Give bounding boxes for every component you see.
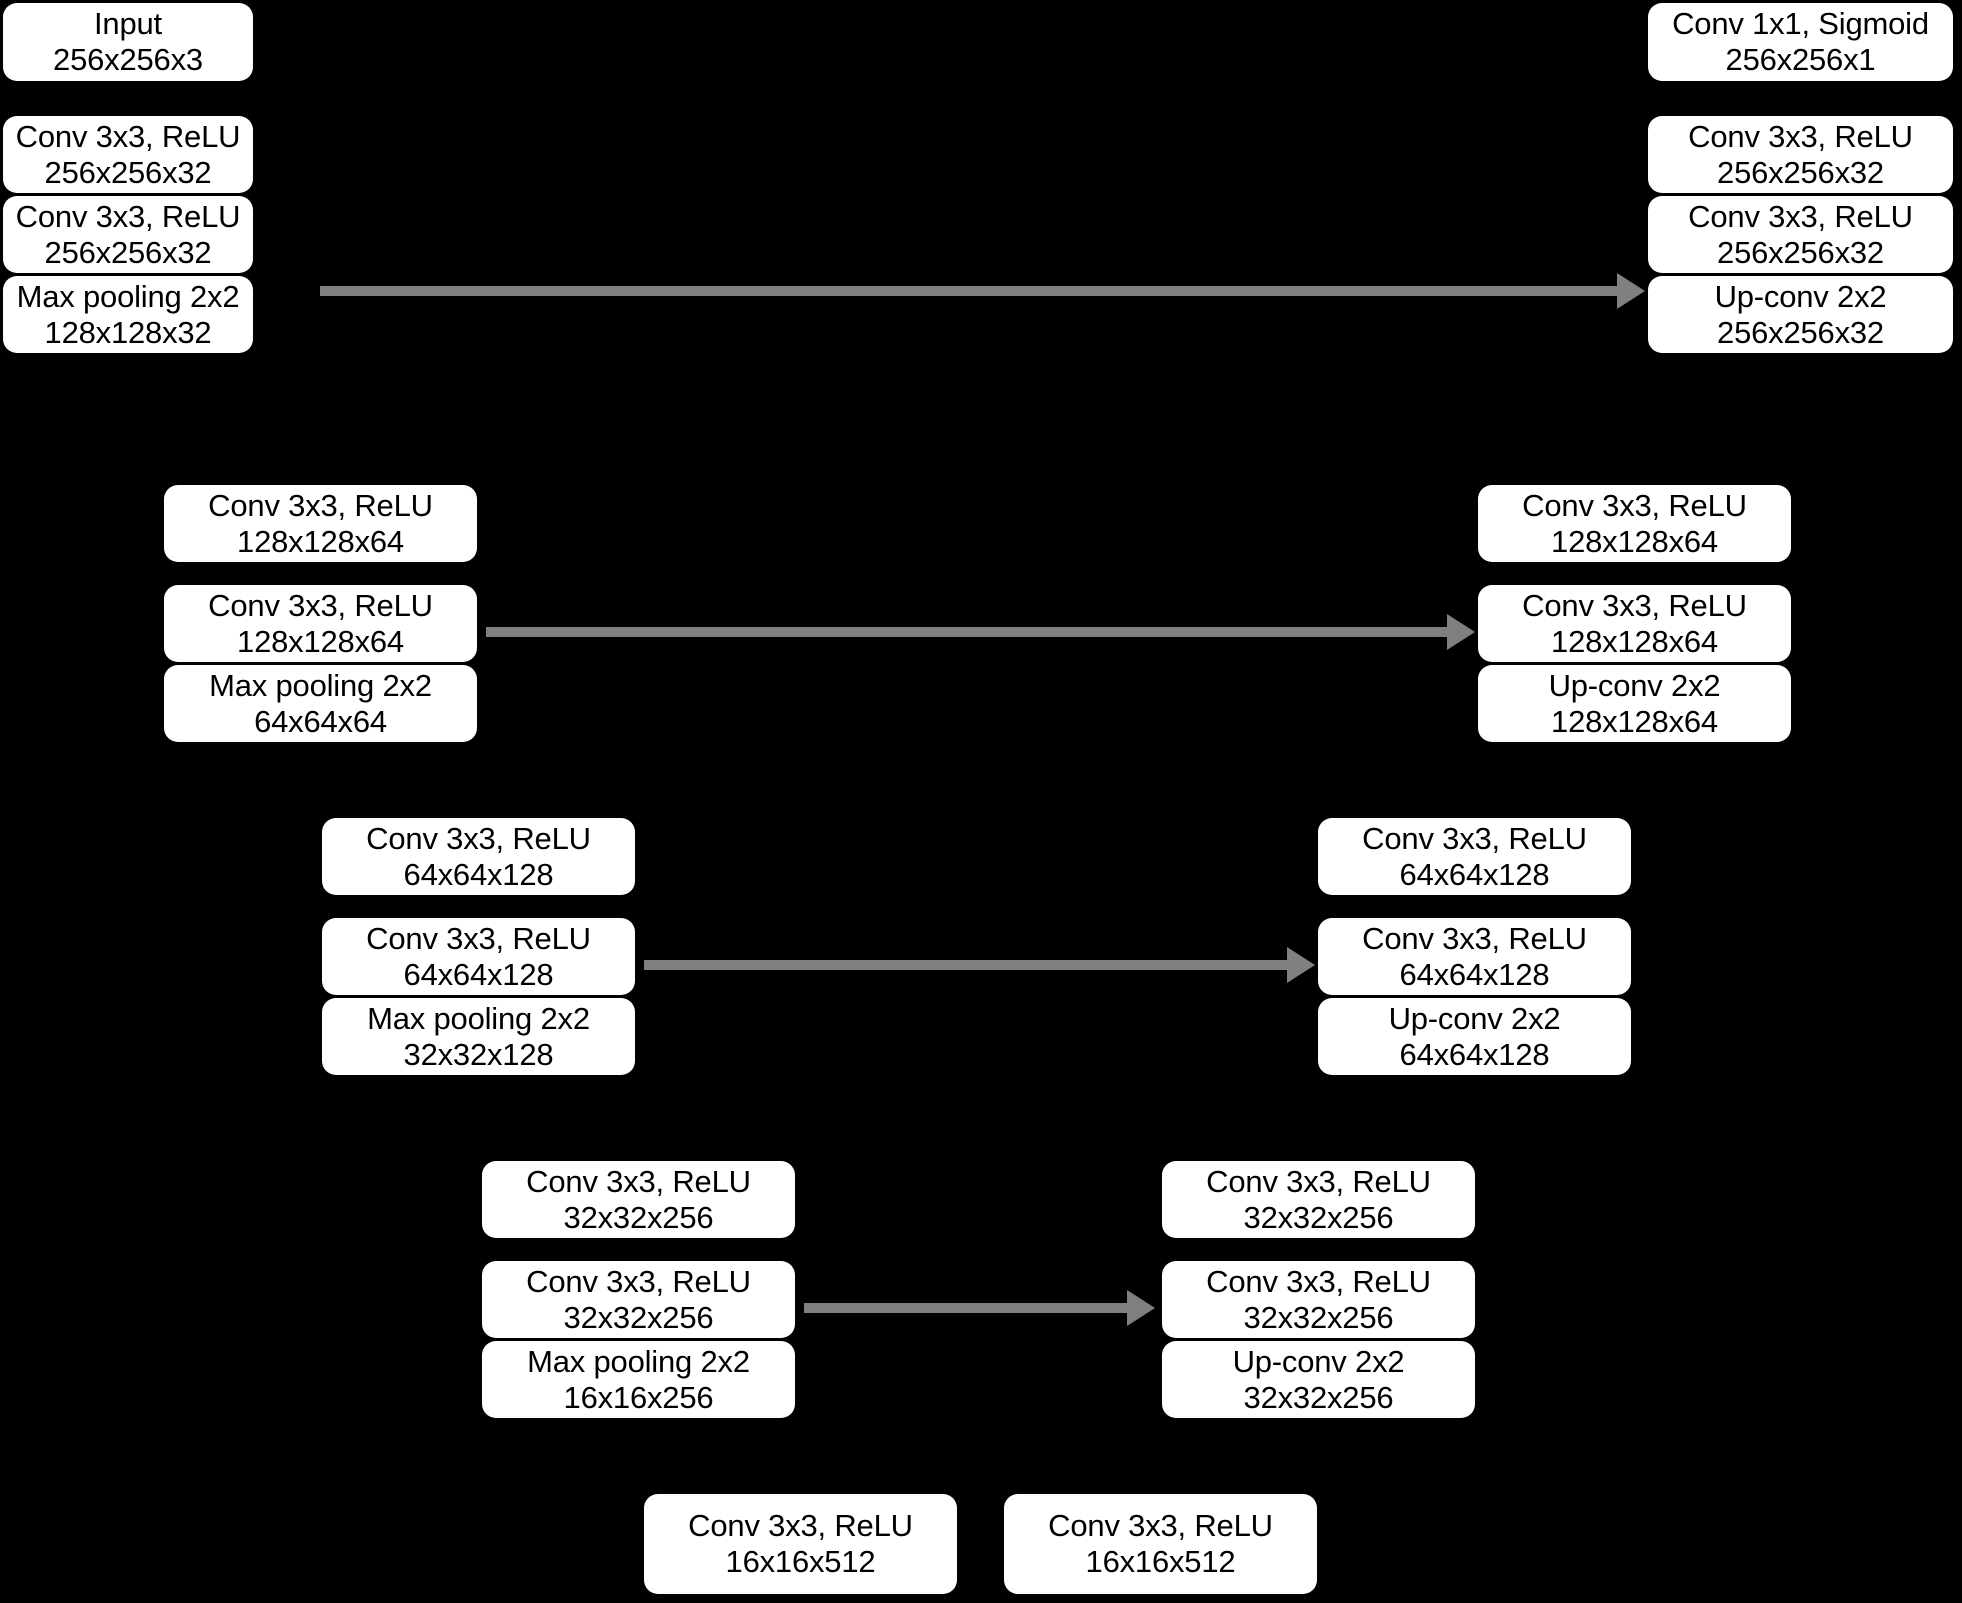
node-dec3-conv-a: Conv 3x3, ReLU 64x64x128 bbox=[1318, 818, 1631, 895]
node-enc3-pool-line1: Max pooling 2x2 bbox=[367, 1000, 590, 1036]
node-dec4-conv-a-line2: 32x32x256 bbox=[1243, 1199, 1394, 1235]
node-dec3-conv-a-line2: 64x64x128 bbox=[1399, 856, 1550, 892]
node-enc3-conv-b-line2: 64x64x128 bbox=[403, 956, 554, 992]
node-enc2-pool: Max pooling 2x2 64x64x64 bbox=[164, 665, 477, 742]
node-input: Input 256x256x3 bbox=[3, 3, 253, 81]
node-enc3-pool-line2: 32x32x128 bbox=[403, 1036, 554, 1072]
node-dec1-conv-a-line1: Conv 3x3, ReLU bbox=[1688, 118, 1913, 154]
node-bottleneck-a-line2: 16x16x512 bbox=[725, 1544, 876, 1579]
node-dec1-conv-a-line2: 256x256x32 bbox=[1717, 154, 1884, 190]
node-dec2-conv-b-line2: 128x128x64 bbox=[1551, 623, 1718, 659]
node-output-line1: Conv 1x1, Sigmoid bbox=[1672, 6, 1929, 42]
node-bottleneck-a: Conv 3x3, ReLU 16x16x512 bbox=[644, 1494, 957, 1594]
node-enc2-pool-line1: Max pooling 2x2 bbox=[209, 667, 432, 703]
node-enc4-conv-a: Conv 3x3, ReLU 32x32x256 bbox=[482, 1161, 795, 1238]
node-dec1-conv-b-line1: Conv 3x3, ReLU bbox=[1688, 198, 1913, 234]
node-dec2-up-line1: Up-conv 2x2 bbox=[1548, 667, 1721, 703]
node-enc4-conv-b: Conv 3x3, ReLU 32x32x256 bbox=[482, 1261, 795, 1338]
node-enc2-conv-b-line1: Conv 3x3, ReLU bbox=[208, 587, 433, 623]
node-enc4-conv-a-line1: Conv 3x3, ReLU bbox=[526, 1163, 751, 1199]
node-dec4-conv-b: Conv 3x3, ReLU 32x32x256 bbox=[1162, 1261, 1475, 1338]
node-enc2-conv-a-line1: Conv 3x3, ReLU bbox=[208, 487, 433, 523]
node-dec1-conv-b-line2: 256x256x32 bbox=[1717, 234, 1884, 270]
node-output-line2: 256x256x1 bbox=[1725, 42, 1876, 77]
node-enc1-conv-a: Conv 3x3, ReLU 256x256x32 bbox=[3, 116, 253, 193]
node-dec4-up-line2: 32x32x256 bbox=[1243, 1379, 1394, 1415]
node-bottleneck-b-line2: 16x16x512 bbox=[1085, 1544, 1236, 1579]
skip-connection-level-3 bbox=[644, 947, 1315, 983]
node-enc3-conv-a-line1: Conv 3x3, ReLU bbox=[366, 820, 591, 856]
node-dec3-conv-b-line2: 64x64x128 bbox=[1399, 956, 1550, 992]
node-enc3-conv-a: Conv 3x3, ReLU 64x64x128 bbox=[322, 818, 635, 895]
node-dec2-conv-a-line2: 128x128x64 bbox=[1551, 523, 1718, 559]
node-dec3-up-line2: 64x64x128 bbox=[1399, 1036, 1550, 1072]
arrow-head-icon bbox=[1127, 1290, 1155, 1326]
node-bottleneck-b: Conv 3x3, ReLU 16x16x512 bbox=[1004, 1494, 1317, 1594]
node-dec4-conv-a: Conv 3x3, ReLU 32x32x256 bbox=[1162, 1161, 1475, 1238]
node-dec2-up: Up-conv 2x2 128x128x64 bbox=[1478, 665, 1791, 742]
node-dec1-conv-a: Conv 3x3, ReLU 256x256x32 bbox=[1648, 116, 1953, 193]
node-enc1-conv-b-line2: 256x256x32 bbox=[44, 234, 212, 270]
skip-connection-level-4 bbox=[804, 1290, 1155, 1326]
node-enc1-pool-line1: Max pooling 2x2 bbox=[16, 278, 240, 314]
node-input-line1: Input bbox=[94, 6, 162, 42]
node-dec3-conv-b: Conv 3x3, ReLU 64x64x128 bbox=[1318, 918, 1631, 995]
node-enc4-conv-a-line2: 32x32x256 bbox=[563, 1199, 714, 1235]
arrow-head-icon bbox=[1447, 614, 1475, 650]
node-dec1-up-line1: Up-conv 2x2 bbox=[1714, 278, 1887, 314]
node-dec1-up-line2: 256x256x32 bbox=[1717, 314, 1884, 350]
node-enc1-conv-b: Conv 3x3, ReLU 256x256x32 bbox=[3, 196, 253, 273]
node-enc1-pool-line2: 128x128x32 bbox=[44, 314, 212, 350]
node-dec4-up: Up-conv 2x2 32x32x256 bbox=[1162, 1341, 1475, 1418]
node-enc2-pool-line2: 64x64x64 bbox=[254, 703, 387, 739]
node-enc4-conv-b-line2: 32x32x256 bbox=[563, 1299, 714, 1335]
node-dec4-up-line1: Up-conv 2x2 bbox=[1232, 1343, 1405, 1379]
node-dec2-up-line2: 128x128x64 bbox=[1551, 703, 1718, 739]
node-dec3-conv-a-line1: Conv 3x3, ReLU bbox=[1362, 820, 1587, 856]
arrow-head-icon bbox=[1617, 273, 1645, 309]
node-enc2-conv-b-line2: 128x128x64 bbox=[237, 623, 404, 659]
node-enc1-pool: Max pooling 2x2 128x128x32 bbox=[3, 276, 253, 353]
node-enc3-conv-a-line2: 64x64x128 bbox=[403, 856, 554, 892]
node-dec2-conv-b: Conv 3x3, ReLU 128x128x64 bbox=[1478, 585, 1791, 662]
node-output: Conv 1x1, Sigmoid 256x256x1 bbox=[1648, 3, 1953, 81]
skip-connection-level-1 bbox=[320, 273, 1645, 309]
node-enc1-conv-a-line2: 256x256x32 bbox=[44, 154, 212, 190]
node-dec3-conv-b-line1: Conv 3x3, ReLU bbox=[1362, 920, 1587, 956]
node-enc2-conv-b: Conv 3x3, ReLU 128x128x64 bbox=[164, 585, 477, 662]
arrow-head-icon bbox=[1287, 947, 1315, 983]
node-enc4-pool-line1: Max pooling 2x2 bbox=[527, 1343, 750, 1379]
node-bottleneck-b-line1: Conv 3x3, ReLU bbox=[1048, 1508, 1273, 1544]
node-enc1-conv-b-line1: Conv 3x3, ReLU bbox=[15, 198, 241, 234]
node-enc4-pool-line2: 16x16x256 bbox=[563, 1379, 714, 1415]
node-dec3-up: Up-conv 2x2 64x64x128 bbox=[1318, 998, 1631, 1075]
node-enc2-conv-a-line2: 128x128x64 bbox=[237, 523, 404, 559]
node-bottleneck-a-line1: Conv 3x3, ReLU bbox=[688, 1508, 913, 1544]
node-dec4-conv-b-line1: Conv 3x3, ReLU bbox=[1206, 1263, 1431, 1299]
node-dec1-up: Up-conv 2x2 256x256x32 bbox=[1648, 276, 1953, 353]
node-dec2-conv-b-line1: Conv 3x3, ReLU bbox=[1522, 587, 1747, 623]
node-enc2-conv-a: Conv 3x3, ReLU 128x128x64 bbox=[164, 485, 477, 562]
node-dec1-conv-b: Conv 3x3, ReLU 256x256x32 bbox=[1648, 196, 1953, 273]
node-enc1-conv-a-line1: Conv 3x3, ReLU bbox=[15, 118, 241, 154]
node-dec3-up-line1: Up-conv 2x2 bbox=[1388, 1000, 1561, 1036]
node-dec2-conv-a-line1: Conv 3x3, ReLU bbox=[1522, 487, 1747, 523]
skip-connection-level-2 bbox=[486, 614, 1475, 650]
node-enc4-conv-b-line1: Conv 3x3, ReLU bbox=[526, 1263, 751, 1299]
node-enc3-pool: Max pooling 2x2 32x32x128 bbox=[322, 998, 635, 1075]
node-enc3-conv-b: Conv 3x3, ReLU 64x64x128 bbox=[322, 918, 635, 995]
node-dec2-conv-a: Conv 3x3, ReLU 128x128x64 bbox=[1478, 485, 1791, 562]
node-dec4-conv-b-line2: 32x32x256 bbox=[1243, 1299, 1394, 1335]
node-enc4-pool: Max pooling 2x2 16x16x256 bbox=[482, 1341, 795, 1418]
node-input-line2: 256x256x3 bbox=[53, 42, 203, 77]
node-dec4-conv-a-line1: Conv 3x3, ReLU bbox=[1206, 1163, 1431, 1199]
node-enc3-conv-b-line1: Conv 3x3, ReLU bbox=[366, 920, 591, 956]
